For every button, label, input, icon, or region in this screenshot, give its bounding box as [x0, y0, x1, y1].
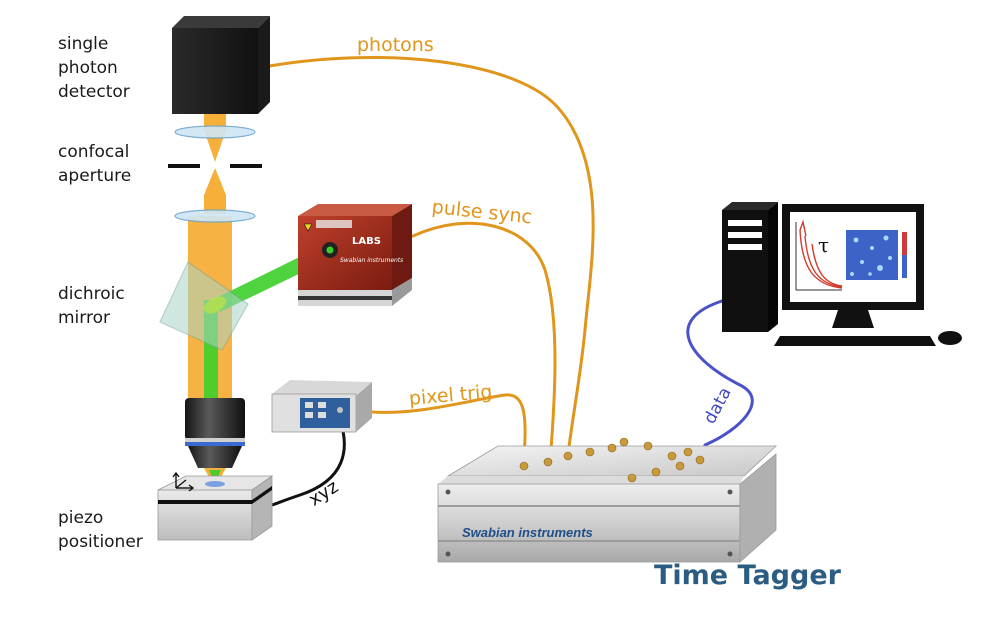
detector-label-line-3: detector [58, 82, 130, 102]
monitor-stand [832, 310, 874, 328]
computer: τ [722, 202, 962, 346]
piezo-label-line-2: positioner [58, 532, 143, 552]
lens-top [174, 125, 256, 139]
dichroic-mirror [159, 261, 249, 351]
photons-label: photons [357, 34, 434, 56]
time-tagger-device: Swabian instruments [437, 437, 778, 563]
single-photon-detector [172, 16, 270, 114]
mirror-label-line-1: dichroic [58, 284, 125, 304]
tau-symbol: τ [818, 233, 829, 257]
computer-tower [722, 202, 778, 210]
detector-label: single photon detector [58, 32, 130, 104]
piezo-label-line-1: piezo [58, 508, 104, 528]
lens-bottom [174, 209, 256, 223]
data-cable [686, 298, 754, 447]
aperture-label-line-2: aperture [58, 166, 132, 186]
flim-spots [850, 235, 892, 276]
cables [256, 55, 754, 507]
time-tagger-title: Time Tagger [654, 560, 841, 591]
piezo-label: piezo positioner [58, 506, 143, 554]
aperture-label-line-1: confocal [58, 142, 130, 162]
pulsed-laser: LABS Swabian instruments [298, 204, 412, 306]
flim-image [846, 230, 898, 280]
time-tagger-brand: Swabian instruments [462, 525, 593, 540]
mirror-spot [204, 296, 226, 314]
laser-brand-top: LABS [352, 236, 381, 247]
mirror-label: dichroic mirror [58, 282, 125, 330]
keyboard [774, 336, 936, 346]
pulse-sync-cable [411, 221, 557, 464]
laser-brand-bottom: Swabian instruments [340, 257, 403, 264]
detector-label-line-2: photon [58, 58, 118, 78]
sma-connectors [519, 437, 705, 483]
objective-lens [185, 398, 245, 468]
mouse [938, 331, 962, 345]
confocal-aperture [168, 164, 262, 168]
xyz-cable [270, 418, 346, 507]
aperture-label: confocal aperture [58, 140, 131, 188]
detector-label-line-1: single [58, 34, 109, 54]
decay-plot [795, 219, 843, 291]
piezo-controller [271, 380, 372, 433]
pixel-trig-cable [370, 393, 527, 467]
mirror-label-line-2: mirror [58, 308, 110, 328]
piezo-positioner [157, 471, 274, 541]
photons-cable [256, 55, 595, 457]
orange-beam-mid [204, 168, 226, 214]
axis-arrows-icon [172, 471, 195, 492]
